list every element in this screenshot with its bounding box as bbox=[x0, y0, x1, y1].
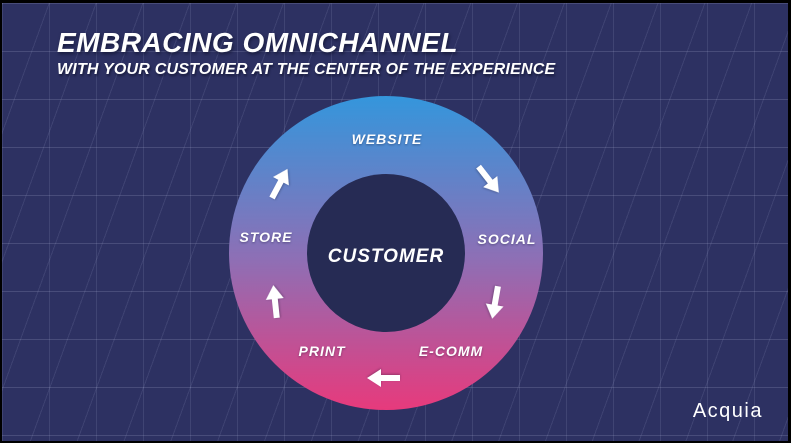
center-label-customer: CUSTOMER bbox=[327, 246, 445, 267]
slide-background: EMBRACING OMNICHANNEL WITH YOUR CUSTOMER… bbox=[2, 3, 788, 441]
channel-label-store: STORE bbox=[239, 229, 293, 245]
channel-label-social: SOCIAL bbox=[477, 231, 537, 247]
acquia-logo: Acquia bbox=[692, 400, 763, 422]
page-title: EMBRACING OMNICHANNEL bbox=[57, 27, 458, 58]
channel-label-website: WEBSITE bbox=[351, 131, 423, 147]
arrow-up-right-icon bbox=[263, 163, 297, 202]
channel-label-print: PRINT bbox=[298, 343, 346, 359]
center-circle bbox=[307, 174, 465, 332]
slide-header: EMBRACING OMNICHANNEL WITH YOUR CUSTOMER… bbox=[57, 27, 556, 79]
channel-label-ecomm: E-COMM bbox=[418, 343, 484, 359]
page-subtitle: WITH YOUR CUSTOMER AT THE CENTER OF THE … bbox=[57, 60, 556, 78]
arrow-down-right-icon bbox=[471, 160, 508, 199]
arrow-down-icon bbox=[482, 285, 508, 322]
arrow-up-icon bbox=[263, 283, 286, 319]
omnichannel-cycle-diagram: CUSTOMER WEBSITE SOCIAL E-COMM PRINT STO… bbox=[229, 96, 543, 410]
arrow-left-icon bbox=[366, 368, 400, 388]
